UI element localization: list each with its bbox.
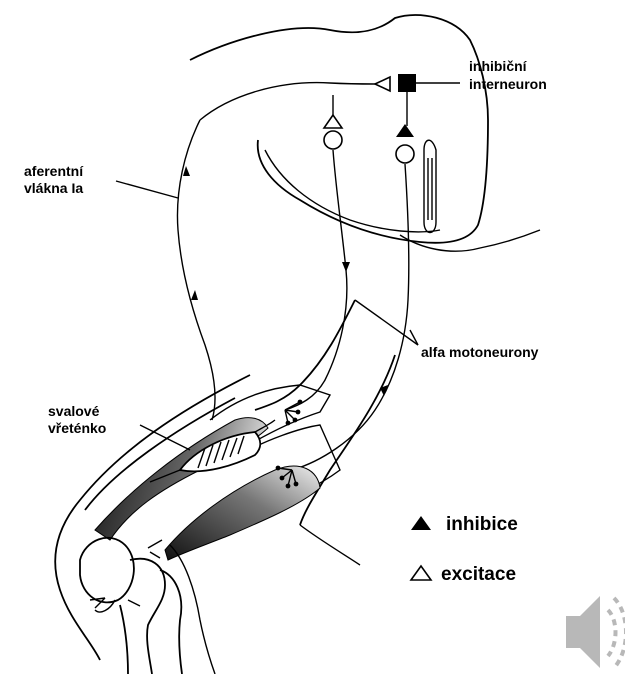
motoneuron-2-soma [396, 145, 414, 163]
filled-triangle-icon [411, 516, 431, 530]
interneuron-synapse-triangle [375, 77, 390, 91]
legend-excitation-label: excitace [441, 564, 516, 585]
muscles [95, 418, 320, 560]
spinal-cord [190, 15, 540, 251]
legend: inhibice excitace [411, 514, 518, 585]
afferent-label-line1: aferentní [24, 163, 84, 179]
open-triangle-icon [411, 566, 431, 580]
interneuron-label-line1: inhibiční [469, 58, 528, 74]
motoneuron-pointer-line-1 [355, 300, 418, 345]
inhibitory-synapse-triangle [396, 124, 414, 137]
motoneuron-1-soma [324, 131, 342, 149]
afferent-label-line2: vlákna Ia [24, 180, 83, 196]
alpha-motoneurons-label: alfa motoneurony [421, 344, 539, 360]
limb-outline [55, 300, 395, 660]
interneuron-label-line2: interneuron [469, 76, 547, 92]
legend-inhibition-label: inhibice [446, 514, 518, 535]
afferent-pointer-line [116, 181, 178, 198]
dorsal-root-ganglion [424, 140, 436, 232]
afferent-fiber [177, 120, 215, 420]
spindle-label-line2: vřeténko [48, 420, 106, 436]
diagram-labels: inhibiční interneuron aferentní vlákna I… [24, 58, 547, 436]
interneuron-body-square [398, 74, 416, 92]
motoneuron-synapses [324, 95, 414, 163]
label-pointers [116, 181, 418, 450]
motor-axons [285, 150, 409, 470]
spindle-label-line1: svalové [48, 403, 100, 419]
speaker-icon[interactable] [566, 596, 625, 668]
knee-joint [80, 538, 215, 674]
excitatory-synapse-triangle [324, 115, 342, 128]
